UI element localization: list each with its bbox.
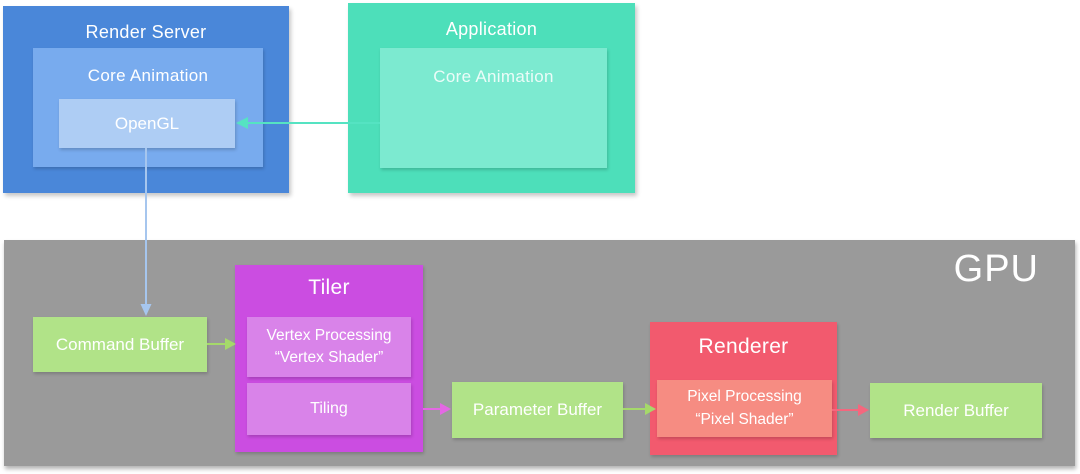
opengl-label: OpenGL	[114, 113, 180, 133]
vertex-processing-line2: “Vertex Shader”	[274, 349, 384, 366]
render-buffer-label: Render Buffer	[903, 400, 1009, 420]
core-animation-application-box: Core Animation	[380, 48, 607, 168]
pixel-processing-box: Pixel Processing “Pixel Shader”	[657, 380, 832, 437]
render-server-title: Render Server	[85, 22, 207, 42]
vertex-processing-line1: Vertex Processing	[266, 326, 392, 344]
application-title: Application	[445, 19, 538, 39]
render-server-box: Render Server Core Animation OpenGL	[3, 6, 289, 193]
tiler-title: Tiler	[308, 276, 350, 299]
parameter-buffer-label: Parameter Buffer	[472, 400, 603, 419]
gpu-box: GPU Command Buffer Tiler Vertex Processi…	[4, 240, 1075, 466]
pixel-processing-line1: Pixel Processing	[687, 388, 802, 406]
tiling-label: Tiling	[310, 400, 348, 417]
core-animation-server-title: Core Animation	[87, 66, 209, 85]
render-buffer-box: Render Buffer	[870, 383, 1042, 438]
vertex-processing-box: Vertex Processing “Vertex Shader”	[247, 317, 411, 377]
tiling-box: Tiling	[247, 383, 411, 435]
core-animation-server-box: Core Animation OpenGL	[33, 48, 263, 167]
renderer-title: Renderer	[698, 335, 789, 358]
command-buffer-box: Command Buffer	[33, 317, 207, 372]
tiler-box: Tiler Vertex Processing “Vertex Shader” …	[235, 265, 423, 452]
renderer-box: Renderer Pixel Processing “Pixel Shader”	[650, 322, 837, 455]
gpu-title: GPU	[953, 248, 1039, 290]
application-box: Application Core Animation	[348, 3, 635, 193]
command-buffer-label: Command Buffer	[55, 334, 185, 354]
opengl-box: OpenGL	[59, 99, 235, 148]
parameter-buffer-box: Parameter Buffer	[452, 382, 623, 438]
core-animation-application-label: Core Animation	[433, 67, 554, 86]
pixel-processing-line2: “Pixel Shader”	[695, 410, 794, 428]
